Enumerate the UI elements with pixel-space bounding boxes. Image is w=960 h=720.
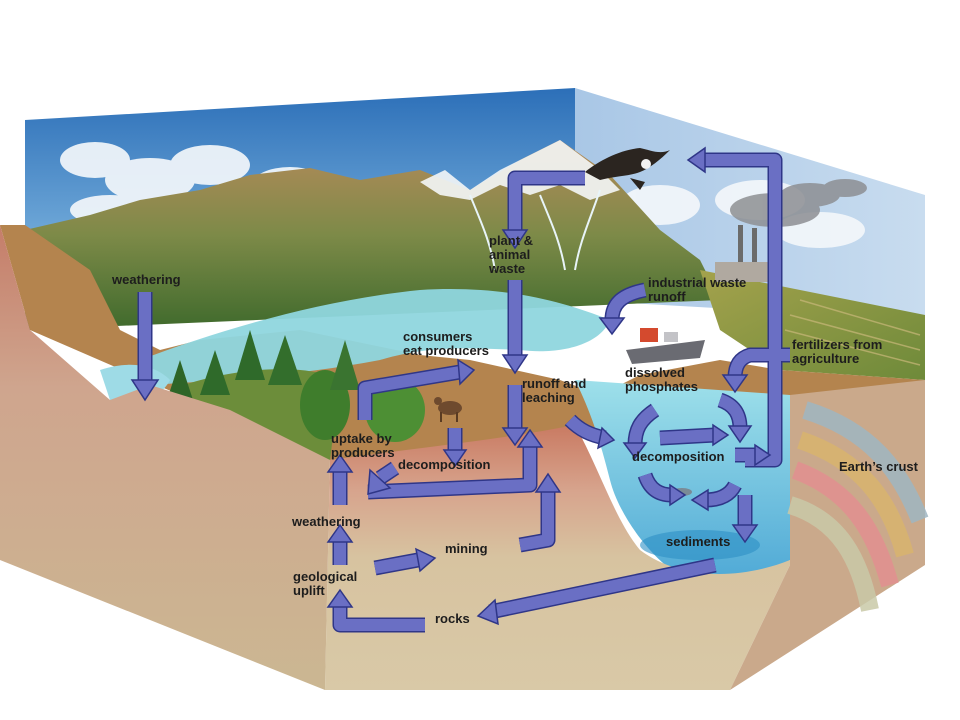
label-rocks: rocks <box>435 611 470 626</box>
sediments-layer <box>640 530 760 560</box>
arrow-ocean-loop-top <box>629 405 659 446</box>
arrow-rocks-loop <box>334 605 425 631</box>
arrowhead-consumers-decomp <box>442 449 468 468</box>
arrowhead-rocks-loop <box>326 588 354 608</box>
ship-icon <box>626 328 705 364</box>
label-weathering-lower: weathering <box>292 514 361 529</box>
label-earths-crust: Earth’s crust <box>839 459 918 474</box>
arrow-mining-up <box>518 490 554 551</box>
label-consumers-eat-producers: consumers eat producers <box>403 329 489 358</box>
eagle-icon <box>585 148 670 190</box>
arrowhead-mining <box>415 547 437 573</box>
arrowhead-weathering-top <box>130 379 160 402</box>
factory <box>715 225 775 282</box>
soil-left <box>0 225 330 690</box>
arrowhead-runoff <box>501 427 529 447</box>
arrow-ocean-dissolved-right <box>717 394 746 429</box>
arrowhead-ocean-decomp <box>754 443 772 467</box>
arrowhead-rocks <box>476 598 499 626</box>
label-mining: mining <box>445 541 488 556</box>
arrowhead-ocean-dissolved <box>727 425 753 444</box>
arrowhead-eagle <box>501 229 529 250</box>
arrow-fertilizer-dissolved <box>729 349 790 379</box>
label-dissolved-phosphates: dissolved phosphates <box>625 365 698 394</box>
label-weathering-top: weathering <box>112 272 181 287</box>
arrowhead-ocean-bottom <box>669 483 687 507</box>
label-uptake-by-producers: uptake by producers <box>331 431 395 460</box>
arrowhead-waste <box>501 354 529 375</box>
label-plant-animal-waste: plant & animal waste <box>489 233 534 276</box>
arrowhead-weathering-up <box>326 453 354 473</box>
arrow-industrial <box>606 284 647 321</box>
field-stripes <box>784 299 921 366</box>
label-fertilizers-from-agriculture: fertilizers from agriculture <box>792 337 883 366</box>
label-sediments: sediments <box>666 534 731 549</box>
elk-icon <box>434 397 462 422</box>
arrow-eagle-loop <box>509 172 585 230</box>
arrowhead-factory <box>686 146 706 174</box>
arrowhead-runoff-ocean <box>596 426 616 450</box>
arrowhead-mining-up <box>534 472 562 493</box>
arrowhead-fertilizer-dissolved <box>721 374 749 394</box>
label-geological-uplift: geological uplift <box>293 569 358 598</box>
label-decomposition-water: decomposition <box>632 449 725 464</box>
label-runoff-and-leaching: runoff and leaching <box>522 376 587 405</box>
label-industrial-waste-runoff: industrial waste runoff <box>648 275 747 304</box>
arrow-decomposition-land <box>376 463 399 483</box>
arrow-land-return <box>367 445 536 498</box>
arrow-sediments-rocks <box>488 559 717 618</box>
arrow-ocean-right <box>659 429 716 444</box>
arrowhead-consumers <box>457 358 476 386</box>
arrowhead-sediments <box>731 524 759 544</box>
arrow-ocean-bottom <box>639 472 673 501</box>
forest <box>167 330 425 460</box>
arrowheads <box>130 146 772 626</box>
arrowhead-uplift <box>326 523 354 543</box>
arrow-uptake-consumers <box>359 366 461 420</box>
arrowhead-ocean-return <box>690 488 709 512</box>
arrowhead-decomp-land <box>367 468 392 496</box>
label-decomposition-land: decomposition <box>398 457 491 472</box>
streams <box>469 189 601 271</box>
arrowhead-ocean-right <box>712 423 730 447</box>
arrowhead-industrial <box>598 317 626 336</box>
arrowhead-ocean-loop <box>622 442 648 460</box>
arrow-mining <box>373 554 420 574</box>
crust-bands <box>787 401 929 612</box>
arrowhead-land-return <box>516 428 544 448</box>
